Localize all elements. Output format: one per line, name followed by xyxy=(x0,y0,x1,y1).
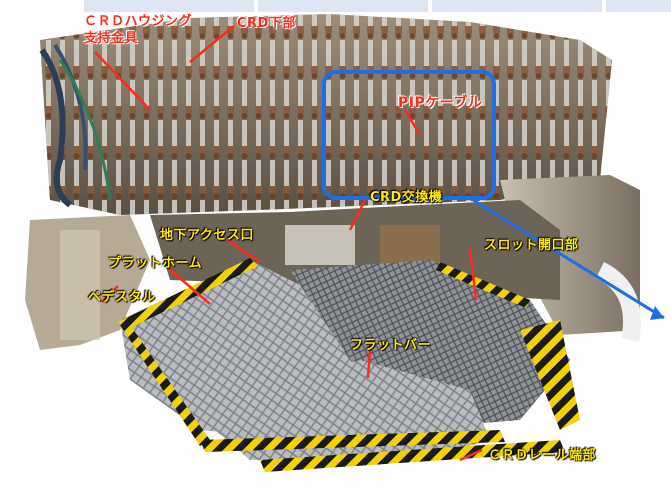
crd-lower-label: CRD下部 xyxy=(237,16,296,31)
slot-opening-label: スロット開口部 xyxy=(484,238,579,253)
crd-rail-end-label: ＣＲＤレール端部 xyxy=(488,448,597,463)
pedestal-label: ペデスタル xyxy=(88,290,156,305)
header-cell xyxy=(432,0,602,12)
platform-label: プラットホーム xyxy=(108,256,203,271)
crd-housing-label-line1: ＣＲＤハウジング xyxy=(84,14,193,29)
crd-housing-label-line2: 支持金具 xyxy=(84,31,139,46)
header-cell xyxy=(258,0,428,12)
header-cell xyxy=(606,0,671,12)
header-strip xyxy=(0,0,671,12)
pip-cable-label: PIPケーブル xyxy=(398,95,483,111)
flat-bar-label: フラットバー xyxy=(350,338,432,353)
pip-highlight-box xyxy=(322,70,496,200)
underground-access-label: 地下アクセス口 xyxy=(160,228,254,243)
header-cell xyxy=(84,0,254,12)
crd-exchanger-label: CRD交換機 xyxy=(370,190,443,205)
